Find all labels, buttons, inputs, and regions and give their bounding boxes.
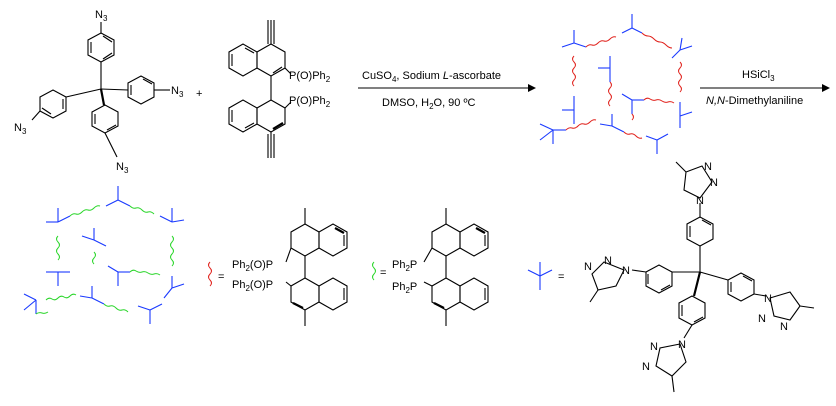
phosphine-oxide-label: Ph2(O)P — [232, 259, 273, 273]
reaction-arrow-1: CuSO4, Sodium L-ascorbate DMSO, H2O, 90 … — [358, 70, 536, 111]
svg-text:N: N — [696, 195, 704, 207]
svg-text:N: N — [704, 161, 712, 173]
green-linker — [170, 235, 174, 267]
green-linker — [129, 269, 161, 276]
naphthalene-ring — [228, 43, 258, 77]
red-linker — [608, 81, 612, 107]
phosphine-label: Ph2P — [392, 259, 417, 273]
arrow2-reagent: HSiCl3 — [742, 69, 775, 83]
green-linker — [56, 235, 60, 261]
svg-text:N: N — [710, 177, 718, 189]
tetra-azidophenyl-methane: N3 N3 N3 N3 — [14, 9, 184, 175]
red-linker — [623, 131, 643, 139]
plus-sign: + — [196, 88, 202, 100]
green-linker — [92, 251, 96, 265]
azide-label: N3 — [116, 161, 129, 175]
naphthalene-ring — [459, 223, 489, 257]
green-linker — [45, 293, 77, 301]
azide-label: N3 — [95, 9, 108, 23]
benzene-ring — [127, 75, 155, 105]
benzene-ring — [686, 216, 714, 247]
triazole-ring — [655, 343, 687, 377]
svg-text:N: N — [764, 293, 772, 305]
benzene-ring — [645, 264, 673, 294]
azide-label: N3 — [171, 85, 184, 99]
azide-label: N3 — [14, 122, 27, 136]
reaction-arrow-2: HSiCl3 N,N-Dimethylaniline — [700, 69, 830, 107]
legend-vertex: = N N N N N N N N N — [527, 161, 815, 393]
naphthalene-ring — [228, 99, 258, 133]
legend-phosphine-oxide: = Ph2(O)P Ph2(O)P — [208, 208, 348, 326]
red-linker — [641, 32, 673, 49]
red-linker — [631, 113, 634, 121]
arrow2-base: N,N-Dimethylaniline — [706, 95, 803, 107]
benzene-ring — [91, 104, 119, 134]
arrow1-conditions: DMSO, H2O, 90 ºC — [382, 97, 475, 111]
benzene-ring — [87, 32, 115, 63]
phosphine-oxide-label: P(O)Ph2 — [289, 95, 331, 109]
red-linker — [565, 119, 597, 131]
red-linker — [643, 97, 675, 104]
red-linker — [678, 61, 682, 93]
red-linker — [585, 36, 617, 48]
legend-phosphine: = Ph2P Ph2P — [372, 208, 489, 326]
phosphine-oxide-label: P(O)Ph2 — [289, 70, 331, 84]
benzene-ring — [727, 272, 755, 302]
red-linker-key — [208, 261, 212, 287]
svg-text:N: N — [780, 321, 788, 333]
green-linker-key — [372, 261, 376, 281]
triazole-ring — [683, 165, 713, 199]
svg-text:=: = — [380, 267, 386, 279]
naphthalene-ring — [256, 99, 286, 133]
naphthalene-ring — [290, 223, 320, 257]
svg-text:N: N — [650, 341, 658, 353]
naphthalene-ring — [318, 277, 348, 311]
svg-text:N: N — [584, 261, 592, 273]
green-linker — [129, 205, 155, 215]
phosphine-label: Ph2P — [392, 281, 417, 295]
arrow1-reagents: CuSO4, Sodium L-ascorbate — [362, 70, 501, 84]
naphthalene-ring — [318, 223, 348, 257]
triazole-ring — [591, 261, 625, 291]
svg-text:N: N — [758, 313, 766, 325]
svg-text:N: N — [604, 255, 612, 267]
green-linker — [35, 311, 49, 315]
svg-text:N: N — [642, 361, 650, 373]
green-linker — [69, 205, 101, 217]
triazole-ring — [769, 291, 801, 321]
red-linker — [572, 55, 576, 87]
diethynyl-binaphthyl-bisphosphine-oxide: P(O)Ph2 P(O)Ph2 — [228, 20, 331, 158]
green-linker — [103, 303, 129, 313]
svg-text:=: = — [558, 271, 564, 283]
cage-phosphine — [23, 186, 185, 324]
naphthalene-ring — [431, 223, 461, 257]
cage-phosphine-oxide — [539, 14, 693, 154]
naphthalene-ring — [459, 277, 489, 311]
svg-text:N: N — [622, 265, 630, 277]
phosphine-oxide-label: Ph2(O)P — [232, 279, 273, 293]
svg-text:=: = — [218, 271, 224, 283]
svg-text:N: N — [678, 339, 686, 351]
benzene-ring — [39, 89, 67, 119]
naphthalene-ring — [256, 43, 286, 77]
benzene-ring — [678, 295, 706, 326]
